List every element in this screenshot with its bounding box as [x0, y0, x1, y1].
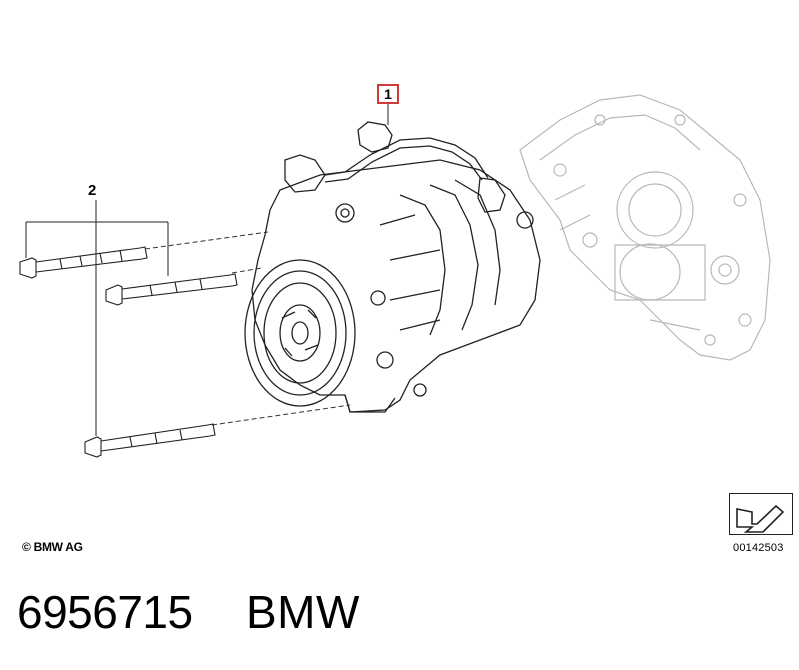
leader-lines: [144, 231, 351, 426]
reference-arrow-box: [729, 493, 793, 535]
reference-number: 00142503: [733, 542, 784, 554]
bolt-group: [19, 246, 238, 458]
callout-bolts[interactable]: 2: [88, 182, 97, 199]
arrow-icon: [736, 504, 785, 533]
brand-name: BMW: [246, 586, 360, 638]
copyright-notice: © BMW AG: [22, 540, 83, 554]
compressor-illustration: [244, 121, 541, 413]
callout-compressor[interactable]: 1: [377, 84, 399, 104]
part-number: 6956715: [17, 586, 193, 638]
engine-housing-background: [519, 94, 771, 361]
callout-2-bracket: [25, 200, 169, 436]
